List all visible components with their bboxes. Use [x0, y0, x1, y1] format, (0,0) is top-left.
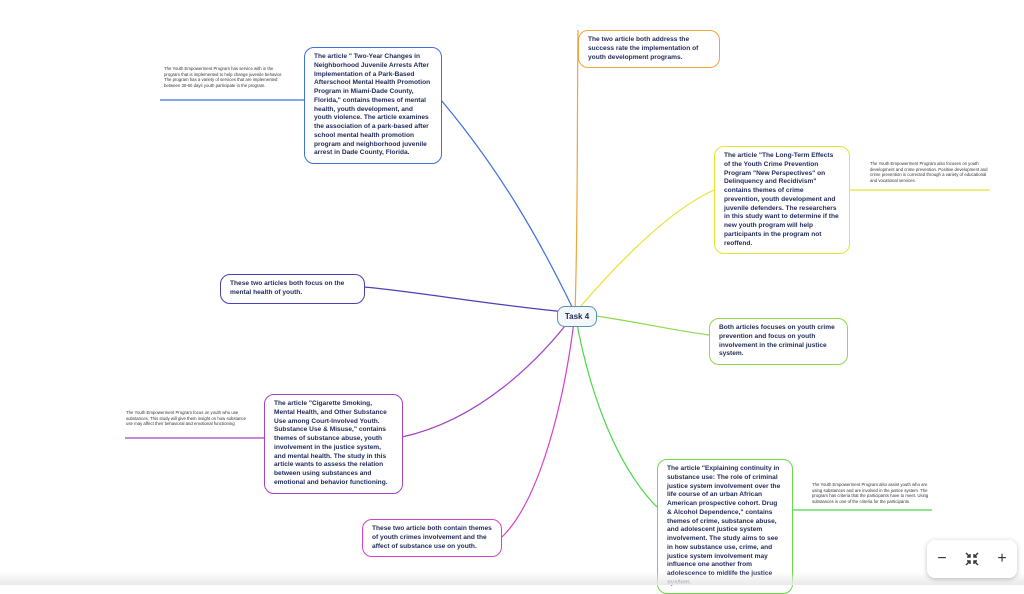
note-park-program[interactable]: The Youth Empowerment Program has servic…: [164, 66, 283, 88]
note-substance-use[interactable]: The Youth Empowerment Program focus on y…: [126, 410, 247, 427]
connector-n8: [501, 312, 576, 538]
connector-n4: [363, 286, 576, 314]
connector-n3: [574, 189, 715, 314]
connector-n6: [401, 312, 576, 438]
plus-icon: +: [997, 550, 1007, 567]
connector-n7: [574, 312, 658, 508]
note-crime-prevention[interactable]: The Youth Empowerment Program also focus…: [870, 161, 988, 183]
topic-substance-use-continuity[interactable]: The article "Explaining continuity in su…: [657, 459, 793, 594]
central-topic[interactable]: Task 4: [557, 306, 597, 327]
canvas-bottom-edge: [0, 572, 1024, 585]
minus-icon: −: [937, 550, 947, 567]
topic-cigarette-smoking[interactable]: The article "Cigarette Smoking, Mental H…: [264, 394, 403, 494]
topic-youth-crime-prevention[interactable]: The article "The Long-Term Effects of th…: [714, 146, 850, 255]
fit-to-screen-button[interactable]: [960, 547, 984, 571]
topic-park-based-program[interactable]: The article " Two-Year Changes in Neighb…: [304, 47, 442, 165]
topic-success-rate[interactable]: The two article both address the success…: [578, 30, 720, 69]
topic-crime-prevention-justice[interactable]: Both articles focuses on youth crime pre…: [709, 318, 848, 366]
collapse-arrows-icon: [965, 552, 979, 566]
zoom-in-button[interactable]: +: [990, 547, 1014, 571]
zoom-out-button[interactable]: −: [930, 547, 954, 571]
topic-mental-health[interactable]: These two articles both focus on the men…: [220, 274, 365, 304]
topic-youth-crimes-substance[interactable]: These two article both contain themes of…: [362, 519, 502, 558]
note-justice-system[interactable]: The Youth Empowerment Program also assis…: [812, 482, 929, 504]
connector-n2: [574, 29, 579, 314]
zoom-controls: − +: [927, 540, 1017, 578]
connector-n1: [440, 99, 576, 314]
